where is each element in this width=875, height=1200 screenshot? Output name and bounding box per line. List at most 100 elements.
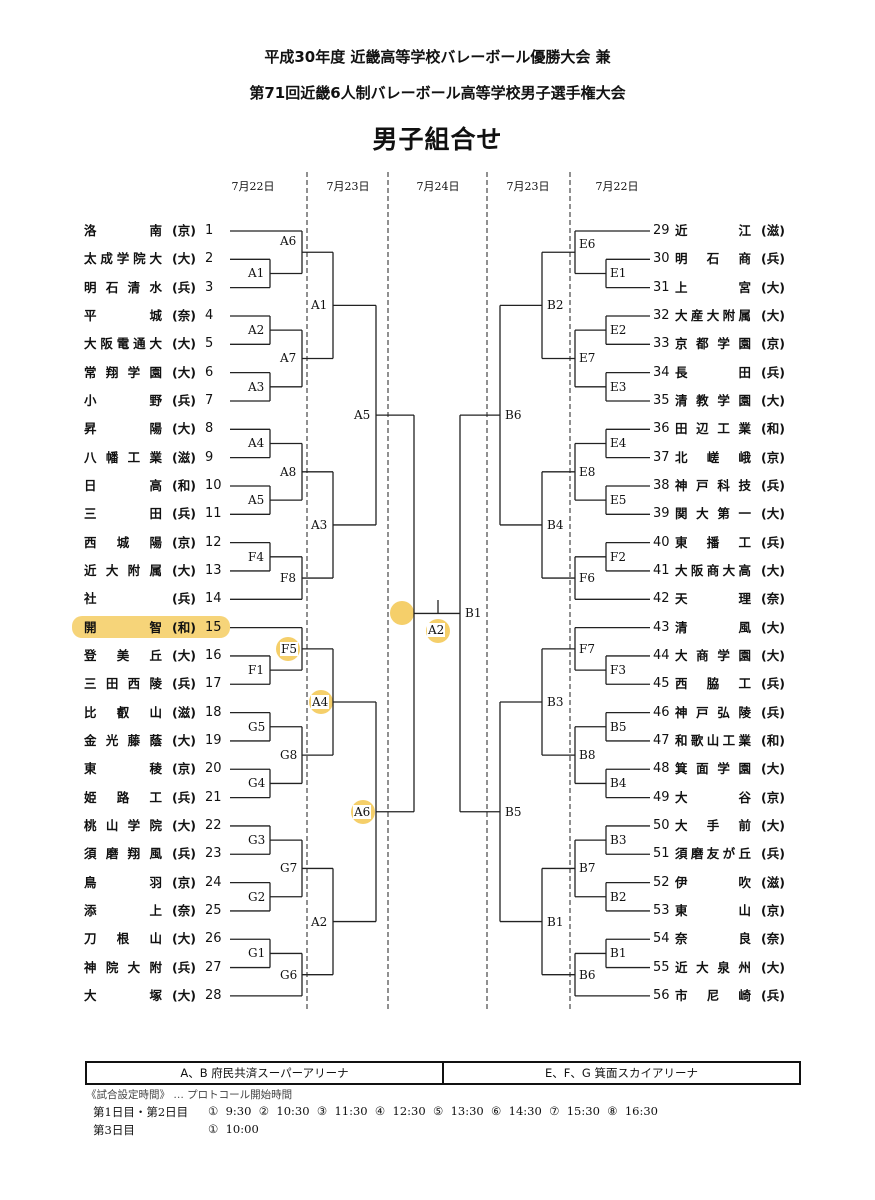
seed-number: 53 <box>653 902 670 918</box>
team-row: 大谷 (京) <box>675 787 785 809</box>
match-label: F6 <box>578 571 596 586</box>
team-row: 関大第一(大) <box>675 503 785 525</box>
seed-number: 50 <box>653 817 670 833</box>
seed-number: 14 <box>205 591 222 607</box>
team-row: 神戸弘陵(兵) <box>675 702 785 724</box>
seed-number: 38 <box>653 477 670 493</box>
seed-number: 6 <box>205 364 214 380</box>
match-label: B6 <box>504 408 523 423</box>
team-prefecture: (兵) <box>172 676 196 692</box>
match-label: B2 <box>546 298 565 313</box>
team-name: 箕面学園 <box>675 761 751 777</box>
team-prefecture: (大) <box>172 562 196 578</box>
match-label: B5 <box>609 719 628 734</box>
team-prefecture: (大) <box>761 619 785 635</box>
team-row: 須磨友が丘(兵) <box>675 843 785 865</box>
seed-number: 46 <box>653 704 670 720</box>
team-name: 西城陽 <box>84 534 162 550</box>
match-label: B4 <box>609 776 628 791</box>
match-label: B4 <box>546 517 565 532</box>
team-row: 奈良(奈) <box>675 928 785 950</box>
team-prefecture: (兵) <box>761 987 785 1003</box>
team-name: 神院大附 <box>84 959 162 975</box>
team-name: 昇陽 <box>84 421 162 437</box>
seed-number: 47 <box>653 732 670 748</box>
team-prefecture: (京) <box>172 534 196 550</box>
match-label: B8 <box>578 748 597 763</box>
team-row: 清教学園(大) <box>675 390 785 412</box>
seed-number: 1 <box>205 223 214 238</box>
team-row: 八幡工業(滋) <box>84 447 196 469</box>
schedule-header: 《試合設定時間》 … プロトコール開始時間 <box>86 1089 293 1101</box>
match-label: B3 <box>609 833 628 848</box>
match-label: E3 <box>609 379 628 394</box>
seed-number: 4 <box>205 307 214 323</box>
team-row: 長田(兵) <box>675 362 785 384</box>
seed-number: 40 <box>653 534 670 550</box>
team-row: 天理(奈) <box>675 588 785 610</box>
seed-number: 8 <box>205 421 214 437</box>
team-name: 小野 <box>84 392 162 408</box>
match-label: E1 <box>609 266 628 281</box>
team-row: 大阪電通大(大) <box>84 333 196 355</box>
match-label: G4 <box>247 776 267 791</box>
team-prefecture: (滋) <box>761 874 785 890</box>
team-prefecture: (大) <box>761 817 785 833</box>
match-label: A5 <box>353 408 372 423</box>
bracket-title: 男子組合せ <box>372 125 503 154</box>
match-label: G1 <box>247 946 267 961</box>
match-label: E6 <box>578 237 597 252</box>
team-name: 上宮 <box>675 279 751 295</box>
team-prefecture: (大) <box>761 959 785 975</box>
team-row: 金光藤蔭(大) <box>84 730 196 752</box>
team-name: 日高 <box>84 477 162 493</box>
team-row: 伊吹 (滋) <box>675 872 785 894</box>
match-label: G7 <box>279 861 299 876</box>
team-prefecture: (兵) <box>761 251 785 267</box>
team-prefecture: (和) <box>172 619 196 635</box>
team-name: 大谷 <box>675 789 751 805</box>
seed-number: 52 <box>653 874 670 890</box>
match-label: G6 <box>279 967 299 982</box>
match-label: B5 <box>504 804 523 819</box>
team-name: 奈良 <box>675 931 751 947</box>
team-name: 神戸科技 <box>675 477 751 493</box>
seed-number: 41 <box>653 562 670 578</box>
highlight-marker <box>390 601 414 626</box>
team-row: 桃山学院(大) <box>84 815 196 837</box>
seed-number: 13 <box>205 562 222 578</box>
team-row: 市尼崎(兵) <box>675 985 785 1007</box>
date-final: 7月24日 <box>416 180 460 193</box>
seed-number: 12 <box>205 534 222 550</box>
seed-number: 9 <box>205 449 214 465</box>
team-name: 八幡工業 <box>84 449 162 465</box>
seed-number: 35 <box>653 392 670 408</box>
match-label: A5 <box>247 493 266 508</box>
team-prefecture: (和) <box>761 421 785 437</box>
team-prefecture: (兵) <box>172 591 196 607</box>
match-label: A1 <box>247 266 266 281</box>
team-name: 田辺工業 <box>675 421 751 437</box>
team-prefecture: (奈) <box>761 591 785 607</box>
schedule-day3-times: ① 10:00 <box>208 1122 259 1136</box>
seed-number: 56 <box>653 987 670 1003</box>
team-prefecture: (京) <box>761 789 785 805</box>
highlight-team-15 <box>72 616 230 638</box>
team-row: 和歌山工業(和) <box>675 730 785 752</box>
team-prefecture: (大) <box>761 307 785 323</box>
team-row: 大阪商大高(大) <box>675 560 785 582</box>
team-name: 平城 <box>84 307 162 323</box>
team-name: 登美丘 <box>84 647 162 663</box>
match-label: A1 <box>310 298 329 313</box>
team-name: 桃山学院 <box>84 817 162 833</box>
team-row: 大手前(大) <box>675 815 785 837</box>
match-label: A7 <box>279 351 298 366</box>
seed-number: 51 <box>653 846 670 862</box>
team-name: 伊吹 <box>675 874 751 890</box>
team-name: 明石清水 <box>84 279 162 295</box>
seed-number: 3 <box>205 279 214 295</box>
team-prefecture: (兵) <box>761 676 785 692</box>
team-prefecture: (兵) <box>172 789 196 805</box>
team-name: 清風 <box>675 619 751 635</box>
match-label: A3 <box>247 379 266 394</box>
